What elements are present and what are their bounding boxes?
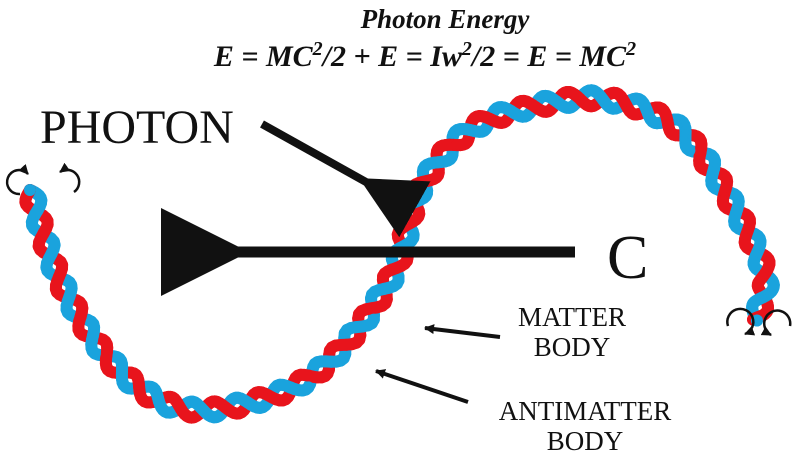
antimatter-pointer-arrow [375,369,469,404]
photon-pointer-arrow [260,120,431,238]
antimatter-strand-end [24,184,36,196]
matter-pointer-arrow [424,324,501,339]
diagram-title: Photon Energy [360,4,531,34]
spin-arrow-icon [760,309,792,337]
spin-arrow-icon [726,307,756,336]
matter-strand-front [19,86,776,424]
energy-formula: E = MC2/2 + E = Iw2/2 = E = MC2 [213,38,636,73]
spin-arrow-icon [5,163,29,196]
photon-helix [19,84,780,424]
photon-label: PHOTON [40,101,234,154]
speed-label-c: C [607,224,648,292]
spin-arrow-icon [59,162,81,194]
